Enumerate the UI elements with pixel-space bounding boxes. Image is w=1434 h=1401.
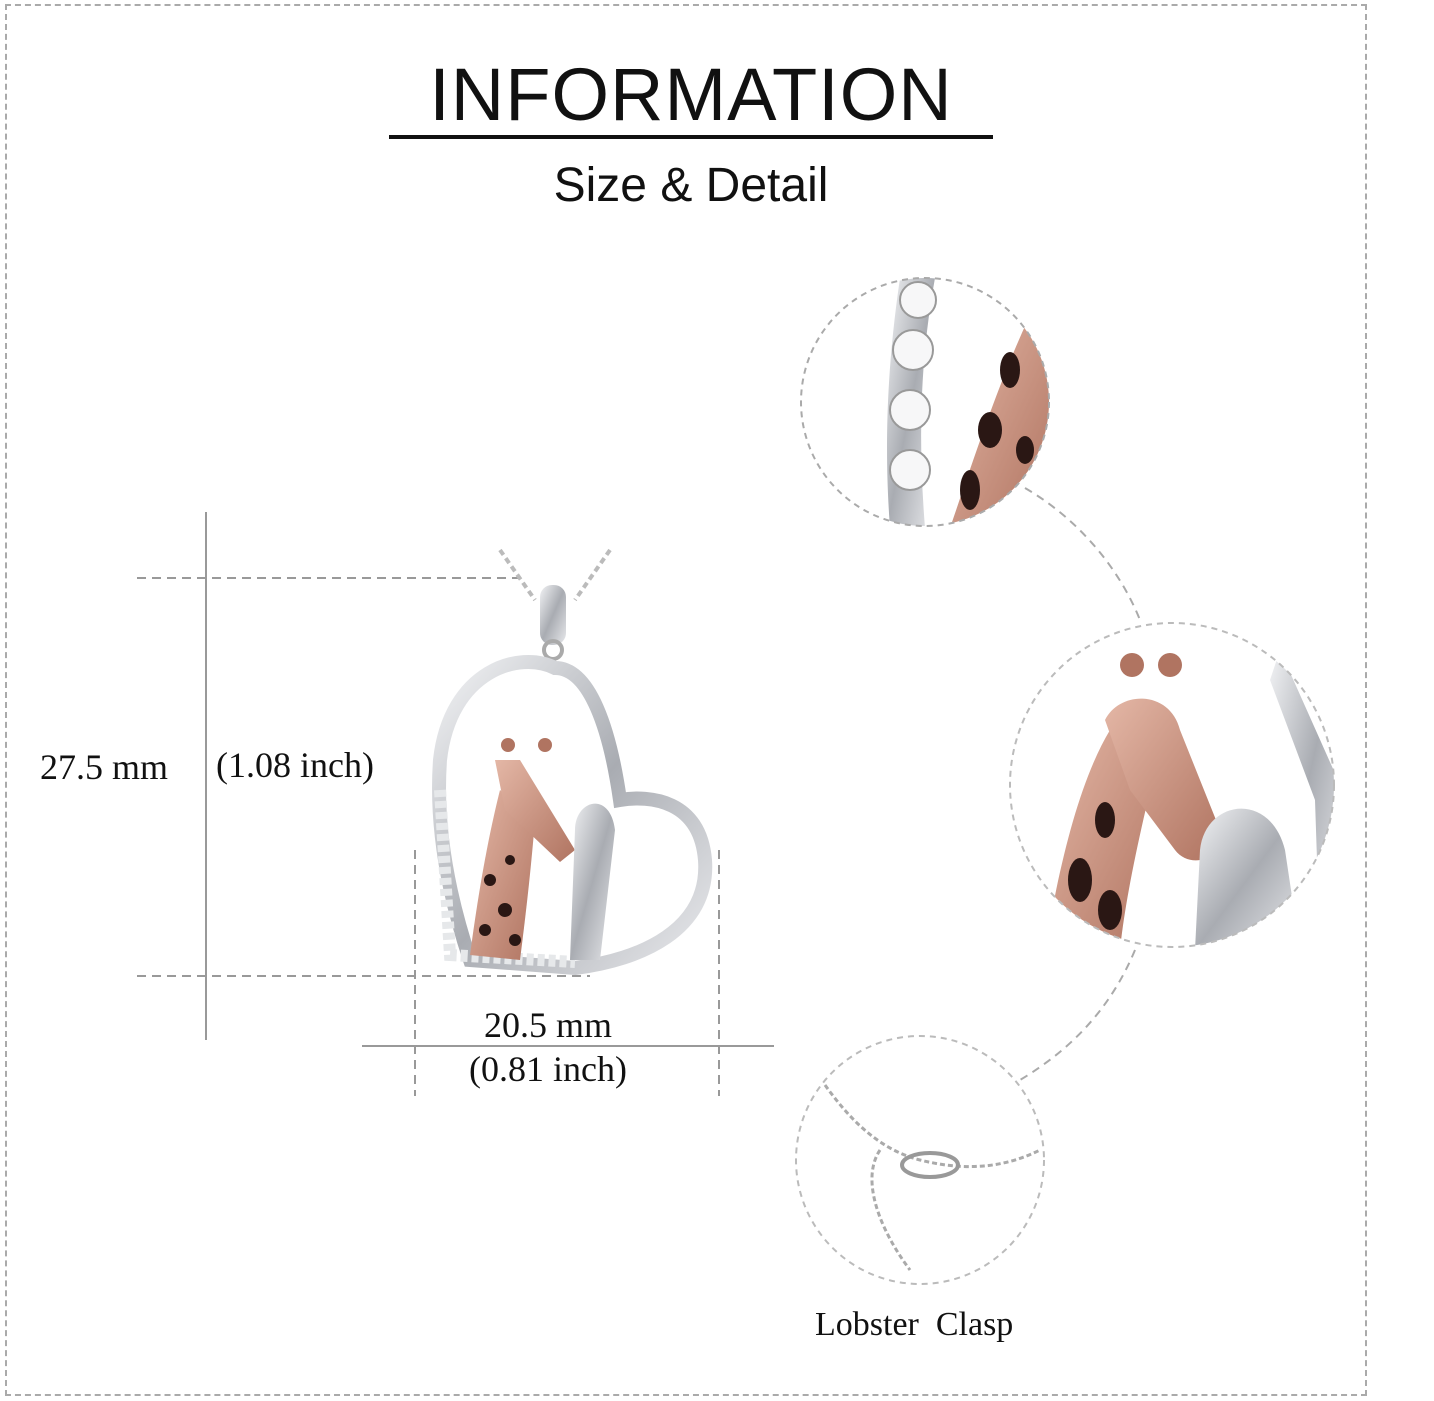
height-mm-label: 27.5 mm — [40, 747, 169, 787]
width-inch-label: (0.81 inch) — [469, 1049, 627, 1089]
width-mm-label: 20.5 mm — [484, 1005, 613, 1045]
detail-circle-giraffe — [1010, 623, 1334, 947]
title-underline — [389, 135, 993, 139]
circle-border — [800, 277, 1050, 527]
pendant-image — [432, 548, 713, 976]
dashed-frame — [5, 4, 1367, 1396]
circle-border — [1009, 622, 1335, 948]
height-inch-label: (1.08 inch) — [216, 745, 374, 785]
circle-border — [795, 1035, 1045, 1285]
page-subtitle: Size & Detail — [553, 159, 829, 212]
dimension-lines — [137, 512, 774, 1096]
detail-circle-stones — [801, 278, 1049, 526]
lobster-clasp-label: Lobster Clasp — [815, 1306, 1014, 1343]
page-title: INFORMATION — [429, 53, 953, 136]
detail-circle-clasp — [796, 1036, 1044, 1284]
